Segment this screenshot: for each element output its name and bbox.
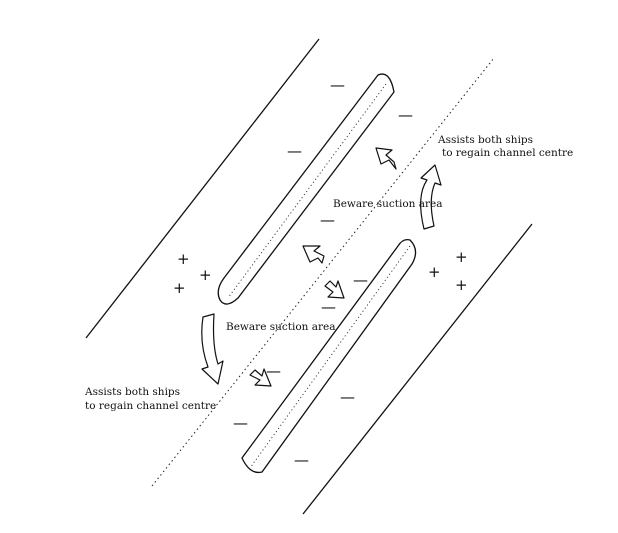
minus-sign: —	[287, 142, 302, 160]
minus-sign: —	[353, 271, 368, 289]
assist-arrow-right	[420, 164, 442, 230]
suction-arrow-lower-2	[249, 368, 272, 387]
plus-sign: +	[199, 266, 212, 284]
suction-arrow-upper-1	[375, 147, 397, 170]
minus-sign: —	[398, 106, 413, 124]
minus-sign: —	[294, 451, 309, 469]
assist-label-left-line2: to regain channel centre	[85, 400, 216, 412]
minus-sign: —	[340, 388, 355, 406]
plus-sign: +	[177, 250, 190, 268]
minus-sign: —	[266, 362, 281, 380]
channel-centre-line	[151, 57, 495, 487]
suction-label-upper: Beware suction area	[333, 198, 443, 210]
lower-ship	[241, 238, 417, 474]
assist-label-right-line1: Assists both ships	[437, 134, 533, 146]
assist-label-right-line2: to regain channel centre	[442, 147, 573, 159]
upper-ship	[217, 73, 395, 305]
plus-sign: +	[173, 279, 186, 297]
assist-label-left-line1: Assists both ships	[84, 386, 180, 398]
minus-sign: —	[233, 414, 248, 432]
plus-sign: +	[455, 276, 468, 294]
suction-arrow-lower-1	[324, 280, 345, 299]
minus-sign: —	[330, 76, 345, 94]
channel-bank-left	[85, 38, 320, 339]
channel-bank-right	[302, 223, 533, 515]
minus-sign: —	[321, 298, 336, 316]
plus-sign: +	[428, 263, 441, 281]
suction-label-lower: Beware suction area	[226, 321, 336, 333]
minus-sign: —	[320, 211, 335, 229]
assist-arrow-left	[201, 313, 224, 385]
plus-sign: +	[455, 248, 468, 266]
suction-arrow-upper-2	[302, 245, 325, 264]
